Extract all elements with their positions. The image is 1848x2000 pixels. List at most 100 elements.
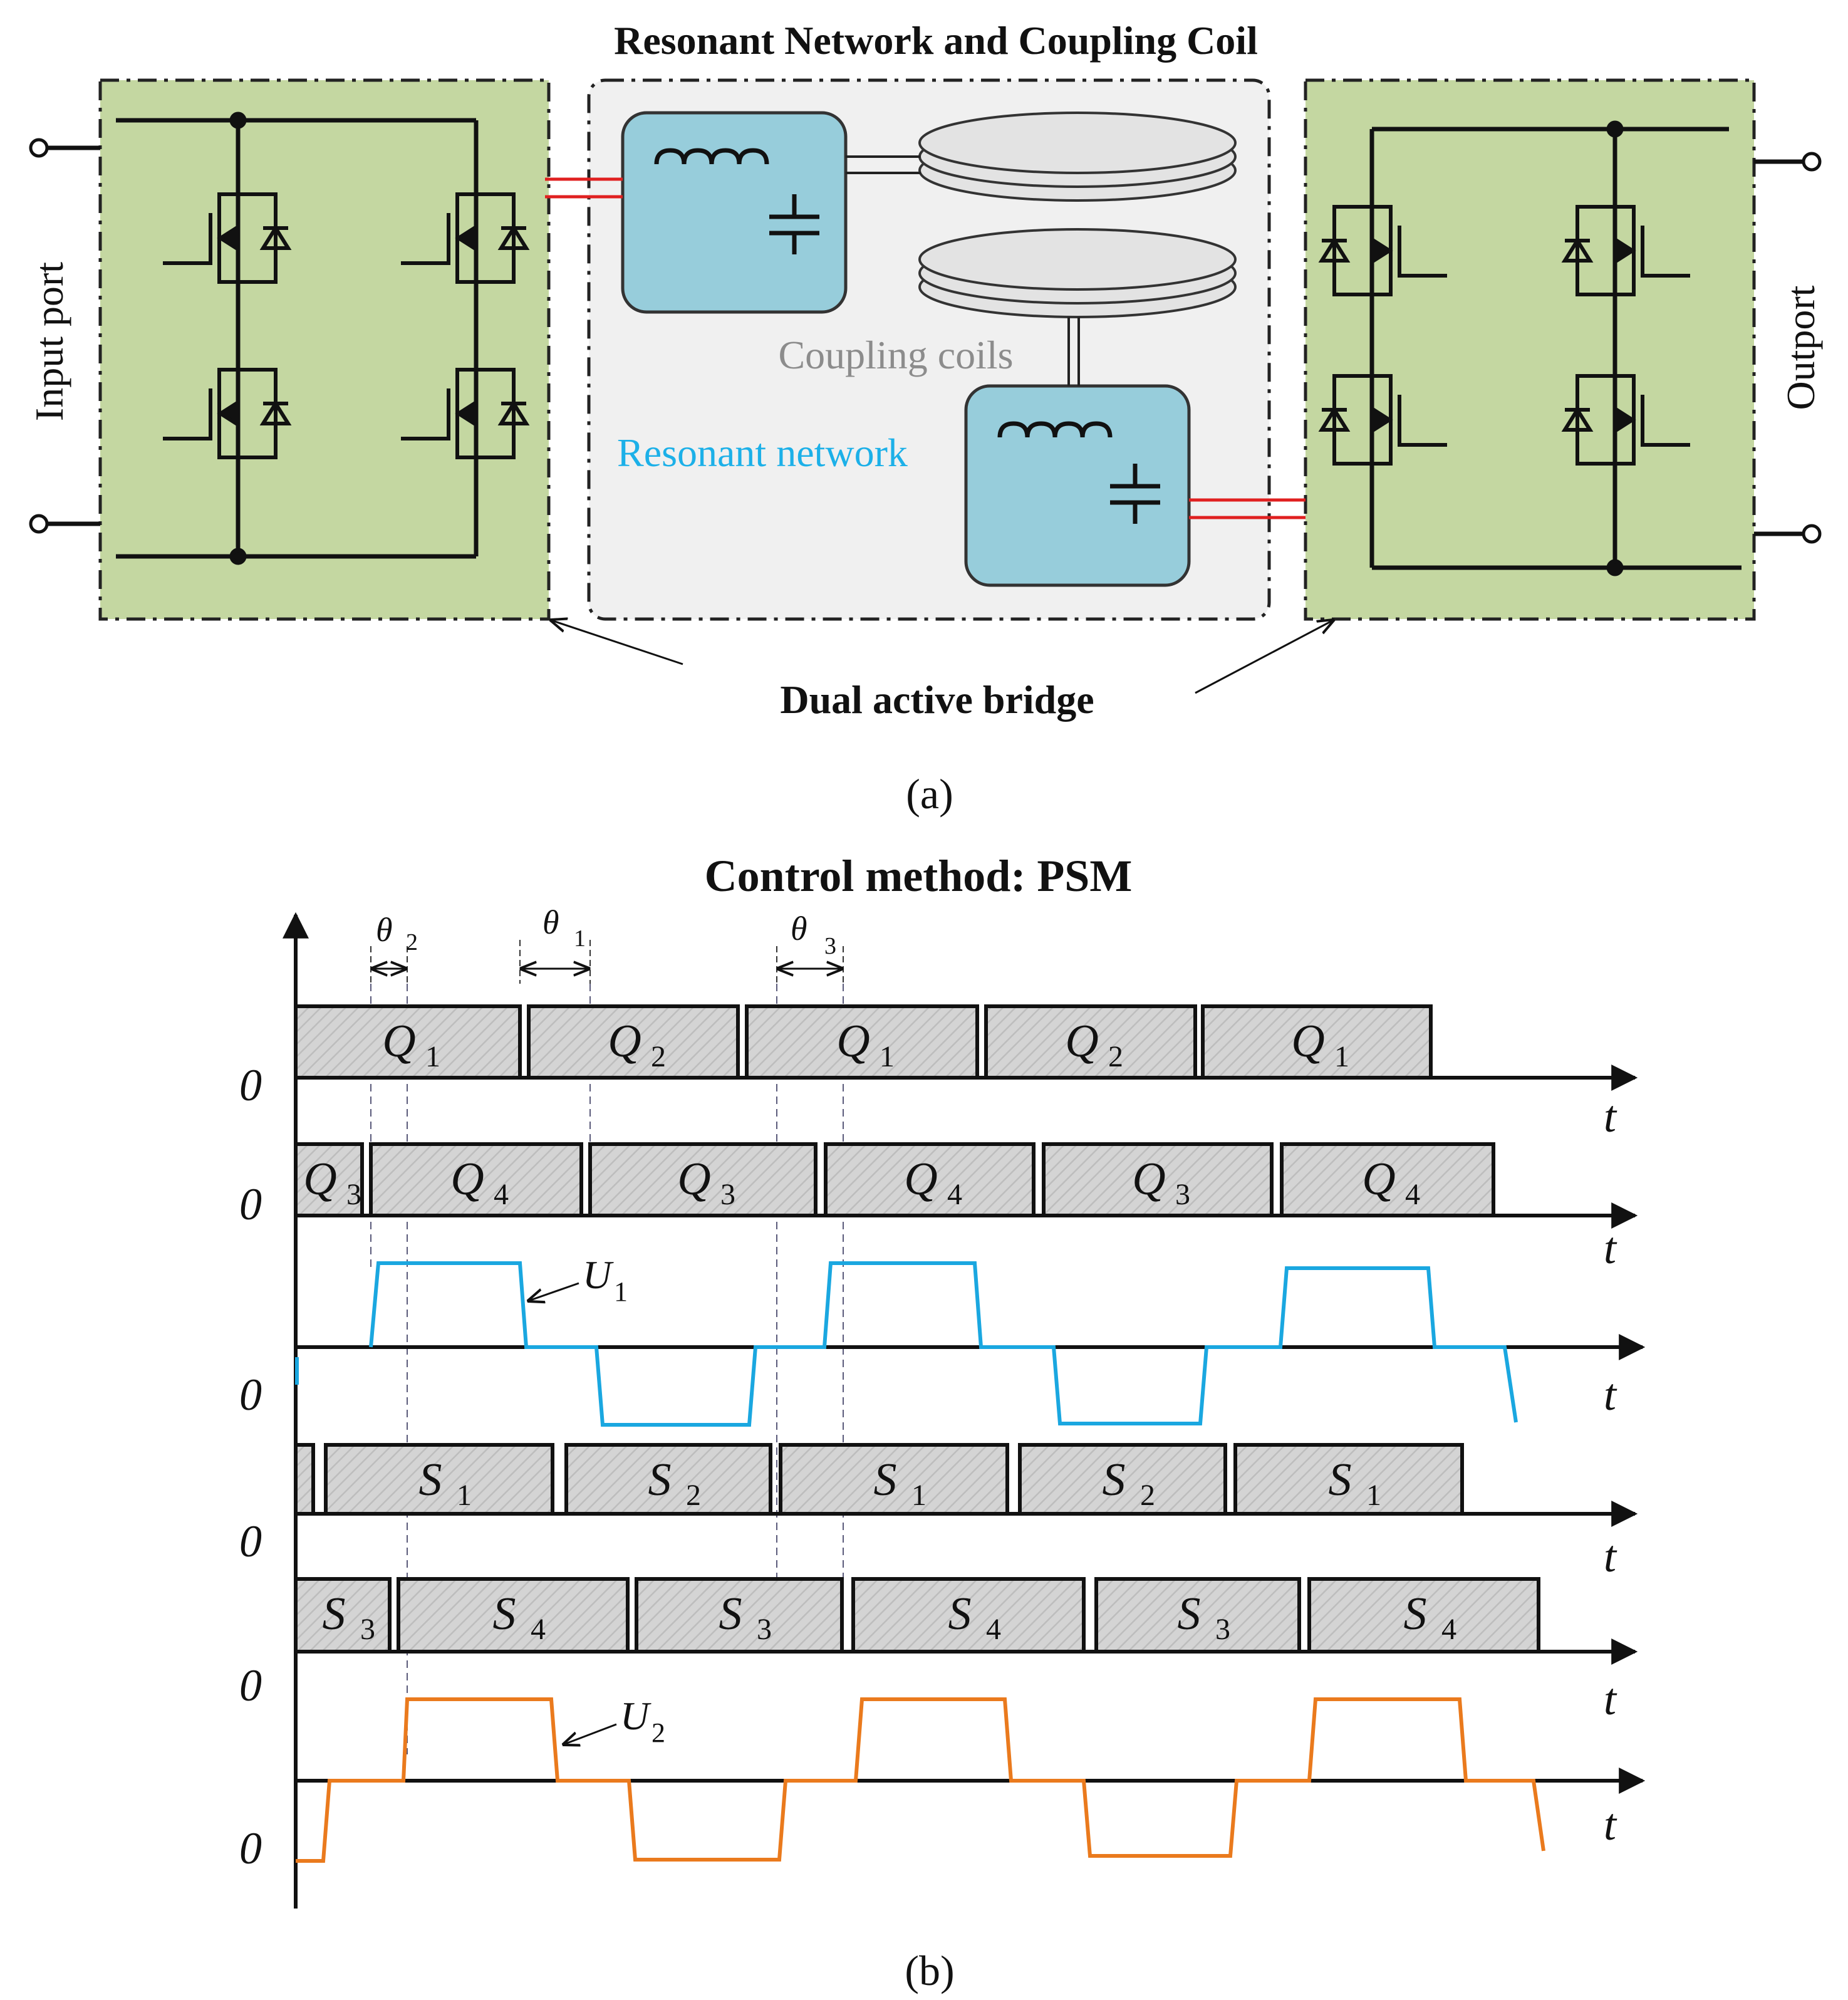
switch-label: S <box>1404 1588 1427 1640</box>
coupling-coil-top <box>918 112 1237 202</box>
switch-subscript: 3 <box>720 1178 735 1211</box>
theta-subscript: 1 <box>574 925 586 952</box>
capacitor-icon <box>769 194 819 254</box>
switch-subscript: 1 <box>425 1040 440 1073</box>
mosfet-icon <box>1561 188 1690 313</box>
coupling-coils-label: Coupling coils <box>778 333 1013 377</box>
switch-subscript: 2 <box>651 1040 666 1073</box>
dual-active-bridge-label: Dual active bridge <box>780 677 1094 722</box>
switch-label: S <box>1178 1588 1201 1640</box>
t-label: t <box>1604 1091 1617 1142</box>
switch-subscript: 1 <box>457 1479 472 1512</box>
switch-subscript: 1 <box>1366 1479 1381 1512</box>
theta-2: θ 2 <box>370 911 418 984</box>
switch-label: S <box>648 1454 672 1506</box>
output-bridge-box <box>1304 78 1756 621</box>
switch-subscript: 4 <box>1405 1178 1420 1211</box>
zero-label: 0 <box>239 1823 262 1873</box>
mosfet-icon <box>401 175 530 301</box>
mosfet-switches <box>163 175 1690 482</box>
switch-label: S <box>948 1588 972 1640</box>
switch-label: Q <box>836 1016 869 1067</box>
switch-subscript: 1 <box>911 1479 927 1512</box>
switch-subscript: 3 <box>757 1613 772 1646</box>
switch-label: S <box>493 1588 516 1640</box>
zero-label: 0 <box>239 1370 262 1420</box>
coupling-coil-bottom <box>918 228 1237 318</box>
switch-label: S <box>419 1454 442 1506</box>
outport-label: Outport <box>1778 285 1823 410</box>
switch-label: S <box>1329 1454 1352 1506</box>
zero-label: 0 <box>239 1516 262 1566</box>
theta-1: θ 1 <box>519 904 591 984</box>
switch-subscript: 3 <box>360 1613 375 1646</box>
theta-annotations: θ 2 θ 1 θ 3 <box>370 904 844 984</box>
red-link-right <box>1189 498 1306 519</box>
red-link-left <box>545 177 623 199</box>
theta-symbol: θ <box>542 904 559 941</box>
t-label: t <box>1604 1370 1617 1420</box>
switch-subscript: 3 <box>346 1178 361 1211</box>
switch-subscript: 2 <box>1140 1479 1155 1512</box>
mosfet-icon <box>1318 357 1447 482</box>
switch-label: S <box>874 1454 897 1506</box>
switch-label: S <box>323 1588 346 1640</box>
u1-symbol: U <box>583 1253 614 1297</box>
dab-arrow-right <box>1195 620 1333 694</box>
switch-label: Q <box>1132 1154 1165 1205</box>
caption-a: (a) <box>906 770 953 818</box>
switch-label: S <box>719 1588 742 1640</box>
u1-subscript: 1 <box>614 1276 628 1307</box>
t-label: t <box>1604 1674 1617 1724</box>
u2-subscript: 2 <box>651 1717 665 1748</box>
switch-subscript: 2 <box>686 1479 701 1512</box>
capacitor-icon <box>1110 464 1160 524</box>
switch-label: Q <box>1291 1016 1324 1067</box>
switch-subscript: 3 <box>1215 1613 1230 1646</box>
switch-label: S <box>1103 1454 1126 1506</box>
mosfet-icon <box>163 175 292 301</box>
u2-waveform <box>296 1697 1545 1863</box>
theta-symbol: θ <box>376 911 393 949</box>
u2-symbol: U <box>620 1694 651 1738</box>
switch-label: Q <box>382 1016 415 1067</box>
switch-subscript: 1 <box>1334 1040 1349 1073</box>
circuit-diagram: Resonant Network and Coupling Coil Input… <box>27 18 1823 818</box>
output-terminal-bottom <box>1802 524 1822 544</box>
u1-label: U 1 <box>529 1253 628 1307</box>
theta-symbol: θ <box>791 910 807 947</box>
switch-label: Q <box>677 1154 710 1205</box>
switch-label: Q <box>1362 1154 1395 1205</box>
inductor-icon <box>997 421 1113 438</box>
zero-label: 0 <box>239 1660 262 1711</box>
input-terminal-top <box>29 138 49 158</box>
switch-subscript: 4 <box>947 1178 962 1211</box>
coil-leads <box>846 155 1080 386</box>
caption-b: (b) <box>905 1947 954 1994</box>
output-terminal-top <box>1802 152 1822 172</box>
timing-diagram: Control method: PSM θ 2 θ 1 <box>239 851 1646 1994</box>
resonant-network-label: Resonant network <box>617 430 908 475</box>
u1-waveform <box>295 1261 1518 1427</box>
resonant-network-primary <box>621 111 848 314</box>
input-terminal-bottom <box>29 514 49 534</box>
